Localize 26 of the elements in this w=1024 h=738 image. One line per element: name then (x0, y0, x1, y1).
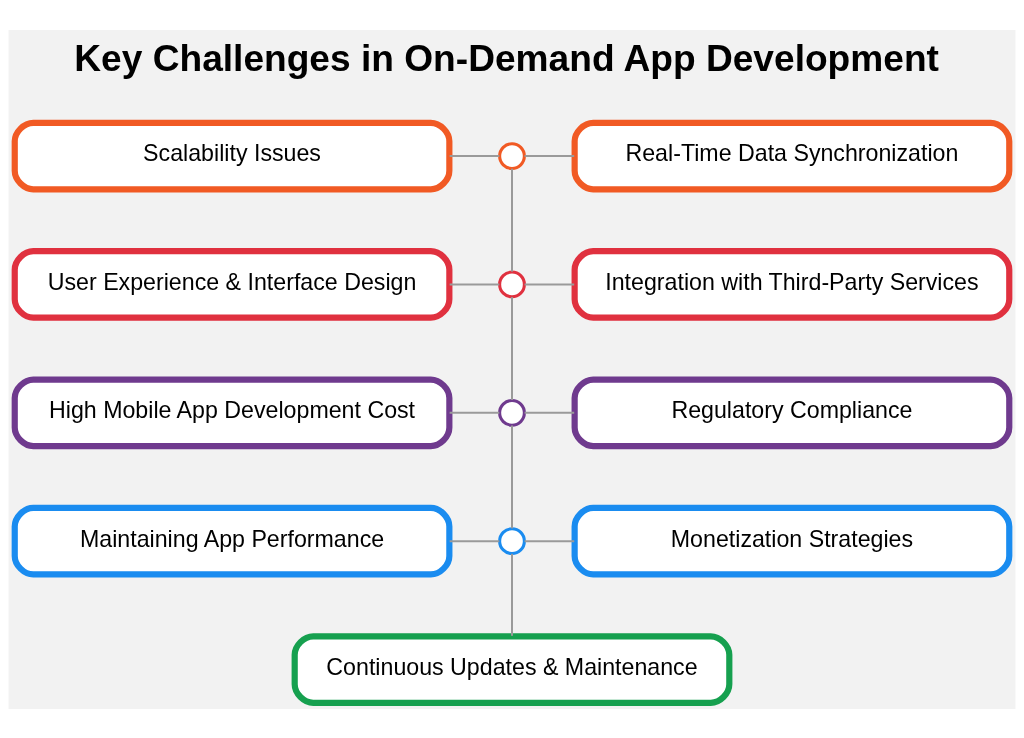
connector (524, 282, 575, 285)
connector (511, 553, 513, 636)
connector (524, 154, 575, 157)
node-box: High Mobile App Development Cost (11, 375, 453, 449)
connector (511, 296, 513, 400)
node-box: Monetization Strategies (571, 504, 1013, 578)
node-box: Real-Time Data Synchronization (571, 119, 1013, 192)
node-circle (498, 526, 526, 555)
connector (511, 424, 513, 528)
diagram-title: Key Challenges in On-Demand App Development (74, 36, 939, 79)
node-box: Maintaining App Performance (11, 504, 453, 578)
node-box: Regulatory Compliance (571, 375, 1013, 449)
connector (449, 154, 500, 157)
connector (524, 411, 575, 414)
node-circle (498, 270, 526, 298)
node-box: User Experience & Interface Design (11, 247, 453, 321)
node-circle (498, 398, 526, 427)
connector (511, 168, 513, 272)
connector (449, 282, 500, 285)
node-box: Scalability Issues (11, 119, 453, 192)
connector (449, 539, 500, 542)
node-box: Integration with Third-Party Services (571, 247, 1013, 321)
node-circle (498, 141, 526, 170)
connector (524, 539, 575, 542)
node-box: Continuous Updates & Maintenance (291, 632, 733, 706)
connector (449, 411, 500, 414)
